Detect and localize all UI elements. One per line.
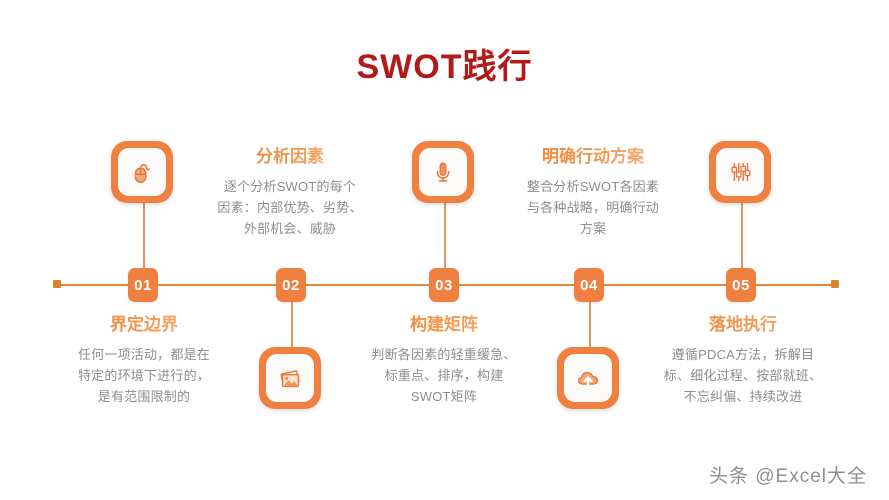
- icon-tile-inner-04: [564, 354, 612, 402]
- watermark: 头条 @Excel大全: [708, 466, 867, 487]
- icon-tile-inner-02: [266, 354, 314, 402]
- step-badge-label-03: 03: [435, 276, 453, 294]
- step-heading-05: 落地执行: [630, 313, 856, 337]
- photos-icon: [275, 363, 305, 393]
- icon-tile-inner-03: [419, 148, 467, 196]
- icon-tile-02[interactable]: [259, 347, 321, 409]
- step-heading-01: 界定边界: [38, 313, 250, 337]
- microphone-icon: [428, 157, 458, 187]
- icon-tile-03[interactable]: [412, 141, 474, 203]
- step-desc-line: 判断各因素的轻重缓急、: [371, 347, 517, 362]
- connector-stem-03: [444, 203, 446, 269]
- mouse-icon: [127, 157, 157, 187]
- step-text-01: 界定边界 任何一项活动，都是在 特定的环境下进行的， 是有范围限制的: [38, 313, 250, 407]
- step-heading-04: 明确行动方案: [487, 145, 699, 169]
- step-desc-line: 标、细化过程、按部就班、: [663, 368, 823, 383]
- cloud-upload-icon: [573, 363, 603, 393]
- page-title: SWOT践行: [356, 48, 533, 86]
- timeline-axis-end-cap: [831, 280, 839, 288]
- step-desc-line: 不忘纠偏、持续改进: [683, 389, 803, 404]
- step-badge-label-02: 02: [282, 276, 300, 294]
- step-desc-line: 方案: [579, 221, 607, 236]
- icon-tile-inner-01: [118, 148, 166, 196]
- step-heading-02: 分析因素: [186, 145, 394, 169]
- connector-stem-05: [741, 203, 743, 269]
- icon-tile-05[interactable]: [709, 141, 771, 203]
- step-desc-03: 判断各因素的轻重缓急、 标重点、排序，构建 SWOT矩阵: [338, 344, 550, 407]
- step-badge-02[interactable]: 02: [276, 268, 306, 302]
- connector-stem-02: [291, 301, 293, 347]
- step-text-03: 构建矩阵 判断各因素的轻重缓急、 标重点、排序，构建 SWOT矩阵: [338, 313, 550, 407]
- step-badge-04[interactable]: 04: [574, 268, 604, 302]
- icon-tile-01[interactable]: [111, 141, 173, 203]
- step-badge-label-04: 04: [580, 276, 598, 294]
- step-desc-01: 任何一项活动，都是在 特定的环境下进行的， 是有范围限制的: [38, 344, 250, 407]
- step-badge-05[interactable]: 05: [726, 268, 756, 302]
- step-desc-line: 是有范围限制的: [97, 389, 191, 404]
- step-desc-line: 因素：内部优势、劣势、: [217, 200, 363, 215]
- step-desc-line: 整合分析SWOT各因素: [526, 179, 660, 194]
- icon-tile-04[interactable]: [557, 347, 619, 409]
- step-desc-line: 外部机会、威胁: [243, 221, 337, 236]
- sliders-icon: [725, 157, 755, 187]
- step-text-02: 分析因素 逐个分析SWOT的每个 因素：内部优势、劣势、 外部机会、威胁: [186, 145, 394, 239]
- step-desc-line: 逐个分析SWOT的每个: [223, 179, 357, 194]
- connector-stem-04: [589, 301, 591, 347]
- step-badge-03[interactable]: 03: [429, 268, 459, 302]
- connector-stem-01: [143, 203, 145, 269]
- step-desc-line: 标重点、排序，构建: [384, 368, 504, 383]
- icon-tile-inner-05: [716, 148, 764, 196]
- step-desc-line: SWOT矩阵: [410, 389, 478, 404]
- step-heading-03: 构建矩阵: [338, 313, 550, 337]
- step-text-05: 落地执行 遵循PDCA方法，拆解目 标、细化过程、按部就班、 不忘纠偏、持续改进: [630, 313, 856, 407]
- step-text-04: 明确行动方案 整合分析SWOT各因素 与各种战略，明确行动 方案: [487, 145, 699, 239]
- timeline-axis-start-cap: [53, 280, 61, 288]
- step-desc-04: 整合分析SWOT各因素 与各种战略，明确行动 方案: [487, 176, 699, 239]
- step-desc-02: 逐个分析SWOT的每个 因素：内部优势、劣势、 外部机会、威胁: [186, 176, 394, 239]
- step-desc-05: 遵循PDCA方法，拆解目 标、细化过程、按部就班、 不忘纠偏、持续改进: [630, 344, 856, 407]
- step-desc-line: 与各种战略，明确行动: [526, 200, 659, 215]
- step-desc-line: 遵循PDCA方法，拆解目: [671, 347, 815, 362]
- step-badge-01[interactable]: 01: [128, 268, 158, 302]
- step-badge-label-01: 01: [134, 276, 152, 294]
- step-desc-line: 特定的环境下进行的，: [77, 368, 210, 383]
- step-badge-label-05: 05: [732, 276, 750, 294]
- step-desc-line: 任何一项活动，都是在: [77, 347, 210, 362]
